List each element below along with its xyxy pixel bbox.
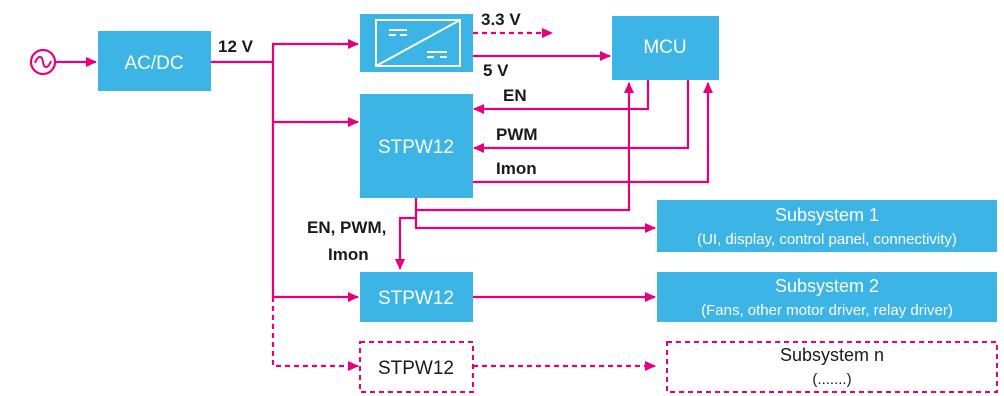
label-12v: 12 V — [218, 37, 254, 56]
wire-pwm — [473, 80, 690, 153]
subsystem1-block: Subsystem 1 (UI, display, control panel,… — [657, 200, 997, 252]
subsystem1-desc: (UI, display, control panel, connectivit… — [697, 231, 957, 248]
subsystem2-title: Subsystem 2 — [775, 276, 879, 296]
label-5v: 5 V — [483, 61, 509, 80]
stpw12-main-label: STPW12 — [378, 137, 454, 158]
label-pwm: PWM — [496, 125, 538, 144]
dc-dc-converter-block — [360, 14, 473, 72]
label-en: EN — [503, 86, 527, 105]
wires — [56, 28, 713, 371]
acdc-block: AC/DC — [98, 31, 211, 91]
wire-stpw-to-stpw-second — [395, 216, 416, 270]
wire-en — [473, 80, 650, 114]
mcu-label: MCU — [643, 37, 686, 58]
stpw12-n-label: STPW12 — [378, 358, 454, 379]
label-signal-group-line2: Imon — [328, 245, 369, 264]
stpw12-second-block: STPW12 — [360, 272, 473, 322]
label-signal-group-line1: EN, PWM, — [307, 218, 386, 237]
sine-wave-icon — [29, 48, 57, 76]
wire-12v-to-stpw-n — [271, 297, 359, 371]
subsystem2-desc: (Fans, other motor driver, relay driver) — [701, 302, 953, 319]
mcu-block: MCU — [612, 16, 719, 80]
wire-stpw-to-mcu — [414, 82, 634, 212]
wire-labels: 12 V 3.3 V 5 V EN PWM Imon EN, PWM, Imon — [218, 10, 538, 264]
subsystem2-block: Subsystem 2 (Fans, other motor driver, r… — [657, 272, 997, 322]
stpw12-n-block: STPW12 — [359, 341, 474, 393]
dc-dc-converter-icon — [375, 19, 461, 67]
subsystemn-title: Subsystem n — [780, 345, 884, 365]
subsystem1-title: Subsystem 1 — [775, 205, 879, 225]
wire-stpw-to-subsystem1 — [414, 210, 656, 233]
subsystemn-block: Subsystem n (.......) — [666, 341, 998, 393]
subsystemn-desc: (.......) — [812, 371, 851, 388]
label-imon: Imon — [496, 159, 537, 178]
wire-imon — [463, 82, 713, 184]
wire-12v-to-converter — [271, 39, 359, 62]
label-33v: 3.3 V — [481, 10, 521, 29]
stpw12-second-label: STPW12 — [378, 288, 454, 309]
stpw12-main-block: STPW12 — [360, 94, 473, 198]
acdc-label: AC/DC — [124, 53, 183, 74]
